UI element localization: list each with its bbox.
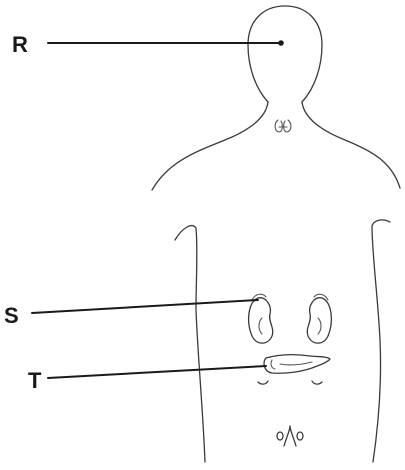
pancreas [264,355,330,374]
leader-line-s [32,300,258,313]
leader-line-t [48,366,266,378]
right-gland-mark [312,381,322,384]
head-outline [248,6,322,102]
torso-left-outline [175,226,205,462]
right-kidney [307,294,331,343]
label-r: R [12,32,28,57]
label-t: T [28,368,42,393]
neck-right-shoulder [302,102,400,188]
label-s: S [4,303,19,328]
thyroid-gland [275,120,291,132]
neck-left-shoulder [152,102,268,190]
torso-right-outline [372,220,390,462]
left-gland-mark [258,381,268,384]
left-kidney [249,294,273,343]
pelvic-organs [277,426,303,446]
